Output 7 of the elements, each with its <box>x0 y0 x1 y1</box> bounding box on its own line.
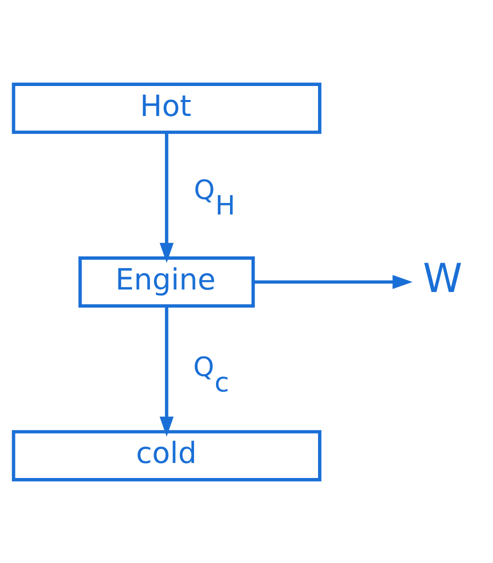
arrow <box>160 306 174 436</box>
node-box: cold <box>12 430 322 481</box>
arrow <box>160 132 174 262</box>
arrow <box>254 274 413 288</box>
node-text: W <box>422 255 462 302</box>
node-box: Hot <box>12 82 322 134</box>
node-box: Engine <box>78 256 255 308</box>
